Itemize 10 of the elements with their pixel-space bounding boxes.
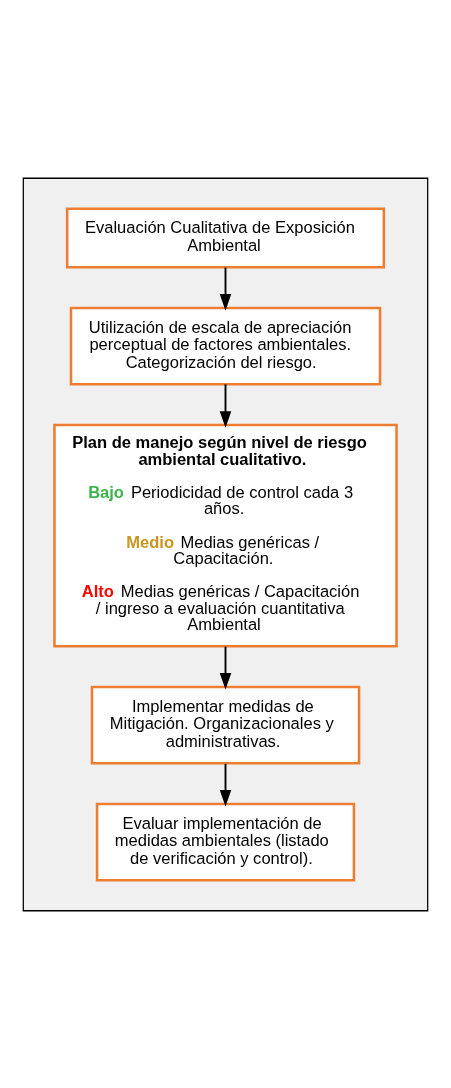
arrow xyxy=(219,762,232,807)
cluster xyxy=(22,177,429,911)
node-box: Evaluar implementación de medidas ambientales (listado de verificación y control). xyxy=(95,802,356,881)
node-box: Implementar medidas de Mitigación. Organizacionales y administrativas. xyxy=(90,685,361,764)
arrow xyxy=(219,382,232,428)
arrow xyxy=(219,266,232,311)
node-box: Utilización de escala de apreciación perceptual de factores ambientales. Categorización del riesgo. xyxy=(69,306,382,386)
node-box: Evaluación Cualitativa de Exposición Ambiental xyxy=(65,207,386,269)
arrow xyxy=(219,645,232,690)
node-box: Plan de manejo según nivel de riesgo ambiental cualitativo. Bajo Periodicidad de control cada 3 años. Medio Medias genéricas / Capacitación. Alto Medias genéricas / Capacitación / ingreso a evaluación cuantitativa Ambiental xyxy=(53,423,398,647)
